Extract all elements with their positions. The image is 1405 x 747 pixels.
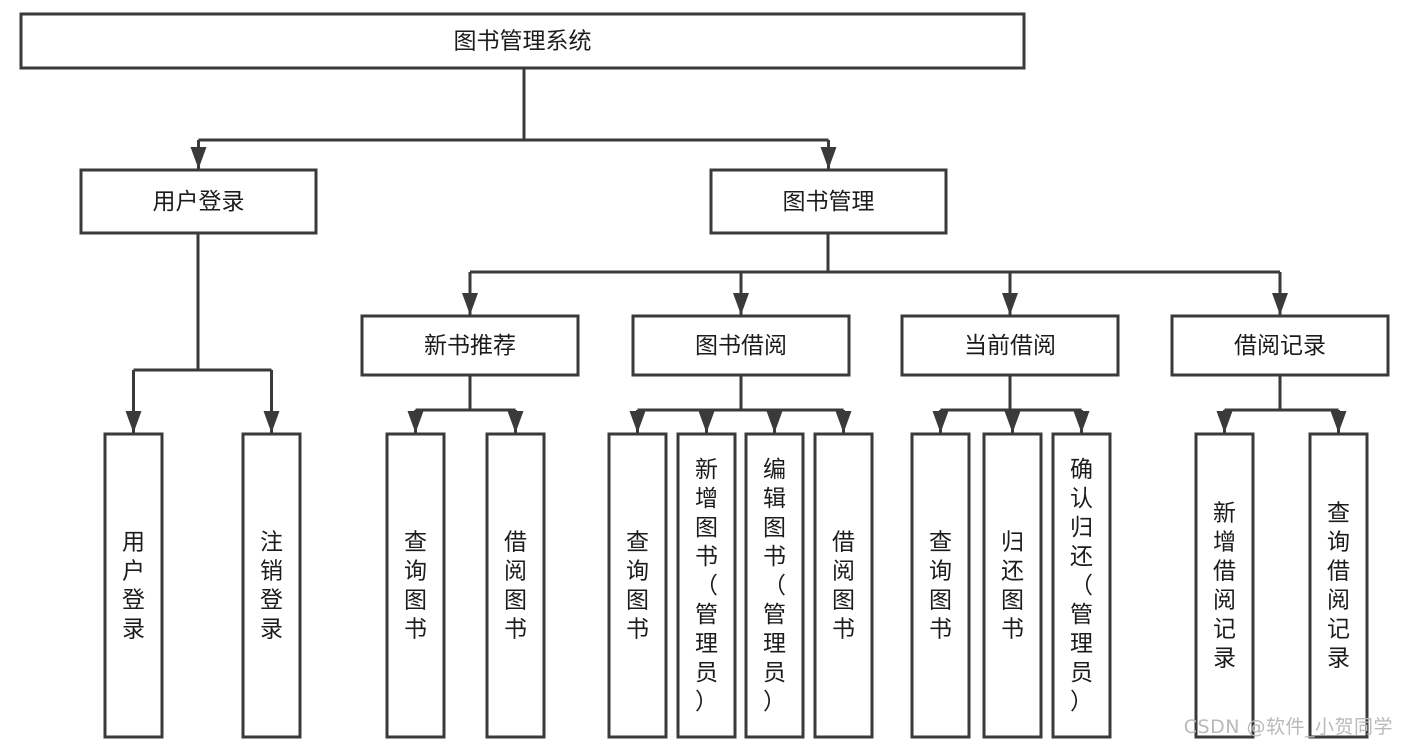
node-current-borrow[interactable]: 当前借阅 — [900, 314, 1120, 377]
node-label: 查询图书 — [404, 530, 427, 643]
node-rect — [1051, 432, 1112, 739]
node-label: 查询借阅记录 — [1327, 501, 1350, 672]
node-rect — [910, 432, 971, 739]
node-leaf-borrow-book-recommend[interactable]: 借阅图书 — [485, 432, 546, 739]
arrow-head-icon — [507, 411, 524, 433]
node-borrow-record[interactable]: 借阅记录 — [1170, 314, 1390, 377]
node-leaf-return-book[interactable]: 归还图书 — [982, 432, 1043, 739]
node-label: 图书借阅 — [695, 333, 787, 359]
node-book-management[interactable]: 图书管理 — [709, 168, 948, 235]
node-rect — [676, 432, 737, 739]
arrow-head-icon — [932, 411, 949, 433]
node-label: 编辑图书（管理员） — [763, 457, 786, 715]
node-rect — [385, 432, 446, 739]
node-leaf-query-borrow-record[interactable]: 查询借阅记录 — [1308, 432, 1369, 739]
node-label: 用户登录 — [122, 530, 145, 643]
node-label: 借阅图书 — [504, 530, 527, 643]
nodes-layer: 图书管理系统用户登录图书管理新书推荐图书借阅当前借阅借阅记录用户登录注销登录查询… — [19, 12, 1390, 739]
node-book-borrow[interactable]: 图书借阅 — [631, 314, 851, 377]
node-leaf-query-book-recommend[interactable]: 查询图书 — [385, 432, 446, 739]
arrow-head-icon — [1004, 411, 1021, 433]
arrow-head-icon — [1073, 411, 1090, 433]
node-rect — [360, 314, 580, 377]
node-label: 图书管理 — [783, 189, 875, 215]
node-rect — [1194, 432, 1255, 739]
node-leaf-query-book-current[interactable]: 查询图书 — [910, 432, 971, 739]
connectors-layer — [125, 68, 1347, 433]
node-label: 确认归还（管理员） — [1070, 457, 1093, 715]
node-label: 图书管理系统 — [454, 29, 592, 55]
node-label: 新增图书（管理员） — [695, 457, 718, 715]
node-label: 借阅图书 — [832, 530, 855, 643]
arrow-head-icon — [1330, 411, 1347, 433]
node-label: 当前借阅 — [964, 333, 1056, 359]
node-rect — [19, 12, 1026, 70]
node-rect — [813, 432, 874, 739]
arrow-head-icon — [1002, 293, 1018, 315]
arrow-head-icon — [698, 411, 715, 433]
node-label: 借阅记录 — [1234, 333, 1326, 359]
arrow-head-icon — [263, 411, 280, 433]
node-rect — [631, 314, 851, 377]
node-rect — [709, 168, 948, 235]
arrow-head-icon — [1272, 293, 1288, 315]
node-rect — [1170, 314, 1390, 377]
node-leaf-borrow-book-borrow[interactable]: 借阅图书 — [813, 432, 874, 739]
node-leaf-add-book-admin[interactable]: 新增图书（管理员） — [676, 432, 737, 739]
arrow-head-icon — [835, 411, 852, 433]
node-user-login[interactable]: 用户登录 — [79, 168, 318, 235]
node-rect — [607, 432, 668, 739]
node-leaf-edit-book-admin[interactable]: 编辑图书（管理员） — [744, 432, 805, 739]
arrow-head-icon — [407, 411, 424, 433]
node-new-book-recommend[interactable]: 新书推荐 — [360, 314, 580, 377]
arrow-head-icon — [766, 411, 783, 433]
node-rect — [103, 432, 164, 739]
node-rect — [485, 432, 546, 739]
node-leaf-user-login[interactable]: 用户登录 — [103, 432, 164, 739]
node-label: 新书推荐 — [424, 333, 516, 359]
node-label: 新增借阅记录 — [1213, 501, 1236, 672]
node-rect — [982, 432, 1043, 739]
node-leaf-confirm-return-admin[interactable]: 确认归还（管理员） — [1051, 432, 1112, 739]
node-rect — [900, 314, 1120, 377]
arrow-head-icon — [125, 411, 142, 433]
node-label: 查询图书 — [929, 530, 952, 643]
node-rect — [1308, 432, 1369, 739]
node-label: 注销登录 — [260, 530, 283, 643]
arrow-head-icon — [820, 147, 837, 169]
node-leaf-query-book-borrow[interactable]: 查询图书 — [607, 432, 668, 739]
node-leaf-logout[interactable]: 注销登录 — [241, 432, 302, 739]
arrow-head-icon — [190, 147, 207, 169]
node-root[interactable]: 图书管理系统 — [19, 12, 1026, 70]
node-rect — [744, 432, 805, 739]
arrow-head-icon — [462, 293, 478, 315]
arrow-head-icon — [629, 411, 646, 433]
node-label: 归还图书 — [1001, 530, 1024, 643]
node-rect — [241, 432, 302, 739]
node-label: 查询图书 — [626, 530, 649, 643]
node-leaf-add-borrow-record[interactable]: 新增借阅记录 — [1194, 432, 1255, 739]
node-rect — [79, 168, 318, 235]
arrow-head-icon — [733, 293, 749, 315]
node-label: 用户登录 — [153, 189, 245, 215]
arrow-head-icon — [1216, 411, 1233, 433]
